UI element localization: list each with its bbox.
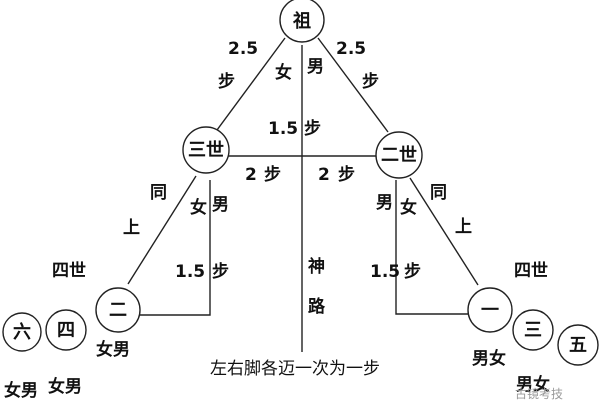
edge-ershi-yi [409,177,479,286]
node-liu-label: 六 [13,321,31,343]
label-right-vert-bu: 步 [404,261,421,282]
edge-sanshi-er-vertical [135,180,211,316]
label-left-cross-bu: 步 [264,164,281,185]
label-liu-nvnan: 女男 [4,380,38,400]
label-ershi-nv: 女 [400,197,417,218]
edge-sanshi-er [127,175,197,285]
node-yi [467,287,513,333]
label-center-bu: 步 [304,118,321,139]
label-right-vert-steps: 1.5 [370,262,400,282]
caption-step-definition: 左右脚各迈一次为一步 [210,359,380,379]
label-top-right-bu: 步 [362,71,379,92]
label-right-cross-bu: 步 [338,164,355,185]
node-si [45,309,87,351]
node-sanshi [182,126,230,174]
label-left-cross-steps: 2 [245,165,257,185]
label-right-shang: 上 [455,217,472,237]
node-zu-label: 祖 [292,10,311,32]
label-sishi-left: 四世 [52,261,86,281]
label-sanshi-nan: 男 [212,195,229,215]
node-san-label: 三 [524,320,542,341]
node-ershi-label: 二世 [381,145,417,166]
label-right-tong: 同 [430,183,447,203]
label-er-nvnan: 女男 [96,339,130,360]
label-left-vert-bu: 步 [212,261,229,282]
label-left-shang: 上 [123,218,140,238]
label-center-steps: 1.5 [268,119,298,139]
node-sanshi-label: 三世 [188,140,224,161]
label-left-vert-steps: 1.5 [175,262,205,282]
label-top-right-steps: 2.5 [336,39,366,59]
node-er [95,287,141,333]
label-zu-nan: 男 [307,57,324,77]
label-top-left-bu: 步 [218,71,235,92]
edge-zu-ershi [317,37,389,133]
node-liu [2,312,42,352]
label-left-tong: 同 [150,183,167,203]
label-si-nvnan: 女男 [48,376,82,397]
label-top-left-steps: 2.5 [228,39,258,59]
label-yi-nannv: 男女 [472,348,506,369]
label-shen: 神 [308,256,325,277]
node-san [512,309,554,351]
label-san-nannv: 男女 [516,374,550,395]
watermark-text: 古镜考技 [515,386,563,400]
node-wu [557,324,599,366]
node-yi-label: 一 [481,300,499,321]
node-wu-label: 五 [569,335,587,356]
label-zu-nv: 女 [275,62,292,83]
label-sishi-right: 四世 [514,261,548,281]
node-ershi [375,131,423,179]
label-sanshi-nv: 女 [190,197,207,218]
label-lu: 路 [308,296,326,317]
label-right-cross-steps: 2 [318,165,330,185]
edge-zu-sanshi [216,37,286,131]
node-zu [279,0,325,43]
node-si-label: 四 [57,320,75,341]
node-er-label: 二 [109,300,127,321]
edge-ershi-yi-vertical [395,180,470,315]
label-ershi-nan: 男 [376,193,393,213]
